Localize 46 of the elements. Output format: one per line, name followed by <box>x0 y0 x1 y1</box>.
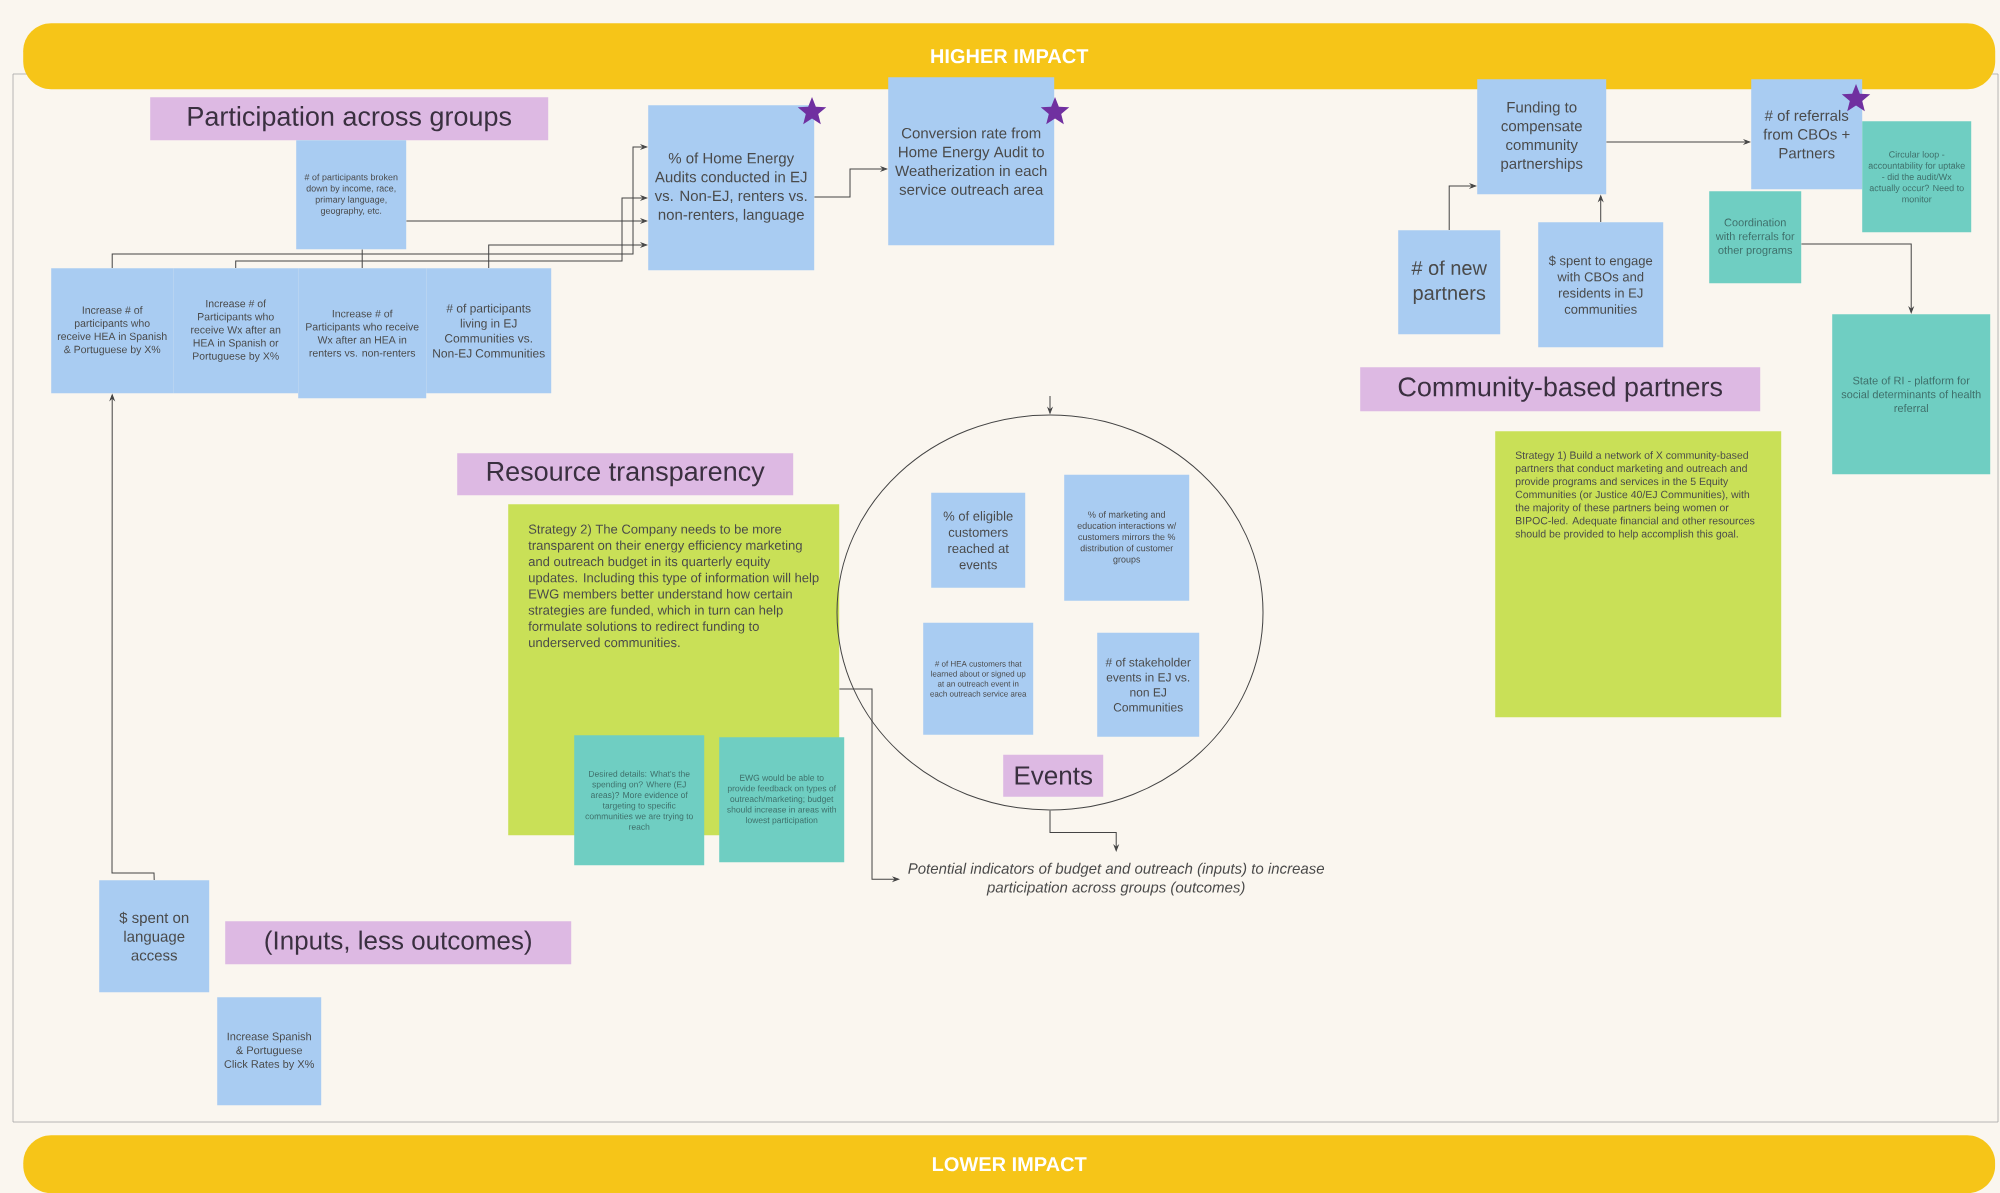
sticky-note: Conversion rate from Home Energy Audit to Weatherization in each service outreach area <box>888 77 1055 246</box>
sticky-note: Circular loop - accountability for uptake - did the audit/Wx actually occur? Need to monitor <box>1862 121 1972 233</box>
sticky-note: # of stakeholder events in EJ vs. non EJ Communities <box>1097 632 1200 737</box>
arrow <box>1448 183 1477 231</box>
sticky-note: Funding to compensate community partnerships <box>1477 79 1607 195</box>
sticky-note: Increase # of Participants who receive Wx after an HEA in Spanish or Portuguese by X% <box>173 268 299 394</box>
arrow <box>1605 139 1751 145</box>
sticky-note: Increase Spanish & Portuguese Click Rates by X% <box>217 997 322 1106</box>
arrow <box>1598 195 1604 223</box>
section-heading: Community-based partners <box>1360 367 1761 412</box>
impact-band: HIGHER IMPACT <box>23 23 1996 90</box>
sticky-note: # of participants broken down by income, race, primary language, geography, etc. <box>296 140 407 250</box>
sticky-note: $ spent to engage with CBOs and residents in EJ communities <box>1538 222 1664 348</box>
sticky-note: # of new partners <box>1398 230 1501 335</box>
section-heading: Resource transparency <box>457 453 794 496</box>
sticky-note: Coordination with referrals for other programs <box>1709 191 1802 284</box>
arrow <box>1049 810 1119 852</box>
sticky-note: # of participants living in EJ Communities vs. Non-EJ Communities <box>426 268 552 394</box>
sticky-note: % of Home Energy Audits conducted in EJ vs. Non-EJ, renters vs. non-renters, language <box>648 105 815 271</box>
strategy-note: Strategy 1) Build a network of X community-based partners that conduct marketing and outreach and provide programs and services in the 5 Equity Communities (or Justice 40/EJ Communities), with the majority of these partners being women or BIPOC-led. Adequate financial and other resources should be provided to help accomplish this goal. <box>1495 431 1782 718</box>
arrow <box>111 144 648 269</box>
arrow <box>813 166 888 198</box>
sticky-note: Increase # of participants who receive HEA in Spanish & Portuguese by X% <box>51 268 174 394</box>
section-heading: Events <box>1003 754 1104 797</box>
sticky-note: # of referrals from CBOs + Partners <box>1751 79 1863 190</box>
circle-outline <box>836 414 1264 811</box>
sticky-note: Increase # of Participants who receive Wx after an HEA in renters vs. non-renters <box>298 268 427 399</box>
sticky-note: # of HEA customers that learned about or signed up at an outreach event in each outreach service area <box>923 622 1034 735</box>
caption-text: Potential indicators of budget and outreach (inputs) to increase participation across groups (outcomes) <box>908 862 1325 896</box>
sticky-note: $ spent on language access <box>99 880 210 993</box>
impact-band: LOWER IMPACT <box>23 1135 1996 1193</box>
arrow <box>109 394 155 881</box>
connector-line <box>361 248 363 269</box>
sticky-note: EWG would be able to provide feedback on types of outreach/marketing; budget should increase in areas with lowest participation <box>719 737 845 863</box>
sticky-note: State of RI - platform for social determinants of health referral <box>1832 314 1991 475</box>
sticky-note: % of marketing and education interactions w/ customers mirrors the % distribution of customer groups <box>1064 474 1190 601</box>
section-heading: Participation across groups <box>150 97 549 141</box>
arrow <box>1047 395 1053 414</box>
arrow <box>488 242 648 269</box>
sticky-note: % of eligible customers reached at events <box>931 492 1026 588</box>
arrow <box>235 195 648 269</box>
sticky-note: Desired details: What's the spending on? Where (EJ areas)? More evidence of targeting to specific communities we are trying to reach <box>574 735 705 866</box>
arrow <box>838 688 900 882</box>
arrow <box>405 218 648 224</box>
section-heading: (Inputs, less outcomes) <box>225 921 572 965</box>
arrow <box>1800 243 1914 314</box>
